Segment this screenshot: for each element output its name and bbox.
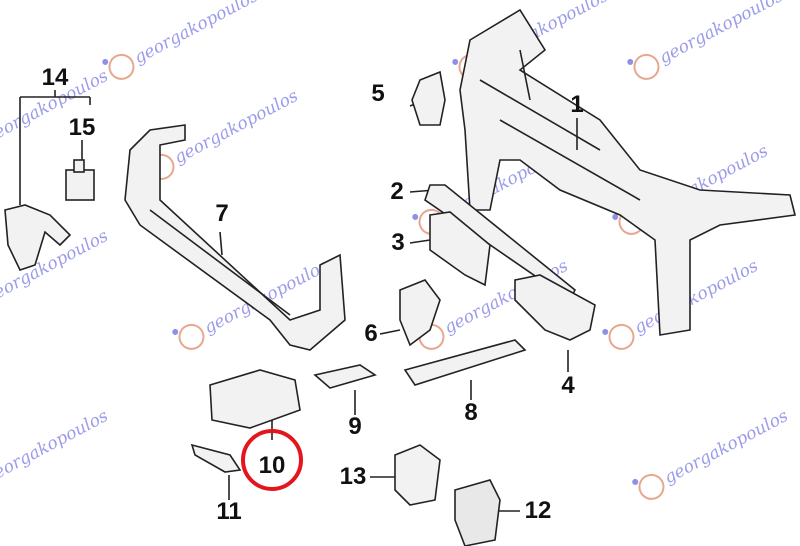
callout-8: 8: [464, 399, 478, 426]
part-10-bracket: [209, 369, 301, 429]
part-14-bracket: [4, 204, 72, 271]
callout-13: 13: [339, 463, 367, 490]
callout-1: 1: [570, 91, 584, 118]
callout-12: 12: [524, 497, 552, 524]
part-15-clip: [65, 159, 95, 201]
part-5-bracket: [411, 70, 446, 126]
highlight-circle-part-10: [241, 429, 303, 491]
part-11-plate: [190, 443, 242, 473]
callout-10: 10: [258, 452, 286, 479]
callout-3: 3: [391, 229, 405, 256]
part-1-radiator-support: [459, 8, 796, 336]
callout-14: 14: [41, 64, 69, 91]
part-6-bracket: [399, 279, 441, 347]
part-7-lower-crossmember: [124, 124, 346, 351]
part-13-bracket: [394, 444, 441, 506]
callout-9: 9: [348, 413, 362, 440]
callout-7: 7: [215, 200, 229, 227]
callout-4: 4: [561, 372, 575, 399]
part-8-bar: [403, 339, 527, 386]
callout-11: 11: [216, 498, 242, 525]
callout-15: 15: [68, 114, 96, 141]
part-9-bracket: [313, 364, 377, 389]
callout-6: 6: [364, 320, 378, 347]
part-4-bracket: [514, 274, 596, 341]
callout-2: 2: [390, 178, 404, 205]
part-3-bracket: [429, 211, 491, 287]
callout-5: 5: [371, 80, 385, 107]
part-12-cover: [454, 479, 501, 546]
